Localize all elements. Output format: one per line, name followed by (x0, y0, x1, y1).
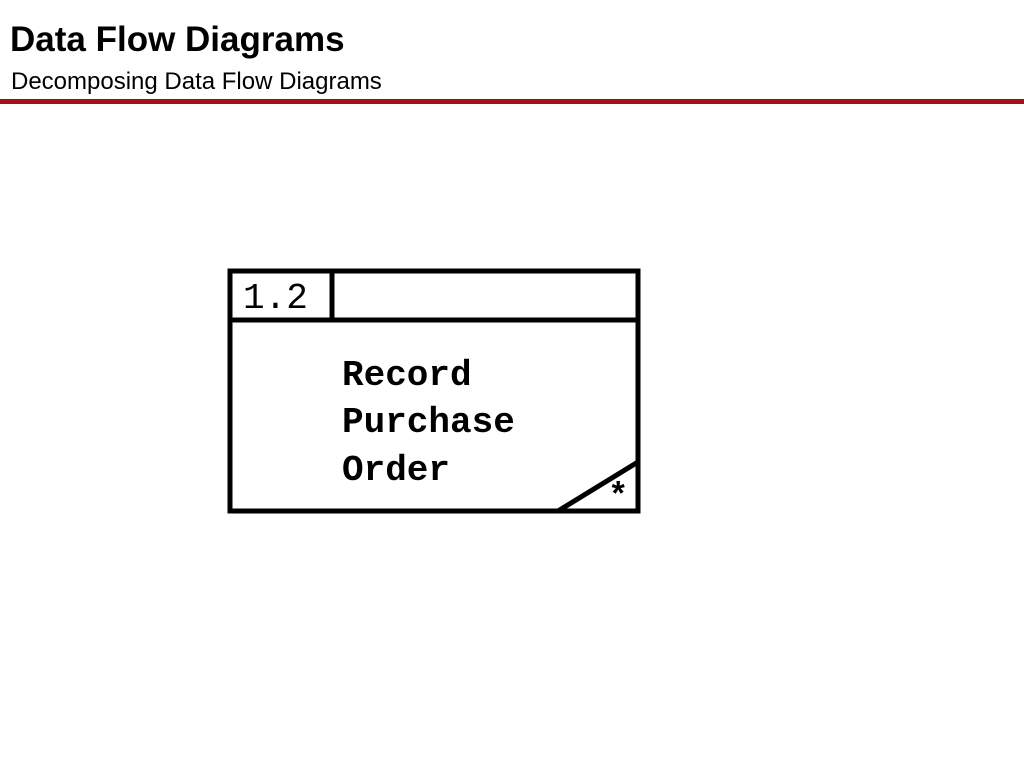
slide-subtitle: Decomposing Data Flow Diagrams (11, 68, 382, 95)
process-id: 1.2 (243, 278, 308, 319)
header-divider (0, 99, 1024, 104)
process-name-line: Purchase (342, 402, 515, 443)
process-symbol: 1.2 Record Purchase Order * (227, 268, 641, 517)
duplicate-corner-line (556, 459, 640, 514)
process-name-line: Record (342, 355, 472, 396)
slide-title: Data Flow Diagrams (10, 20, 345, 59)
process-name-line: Order (342, 450, 450, 491)
duplicate-marker: * (608, 479, 628, 517)
process-box (227, 268, 641, 514)
